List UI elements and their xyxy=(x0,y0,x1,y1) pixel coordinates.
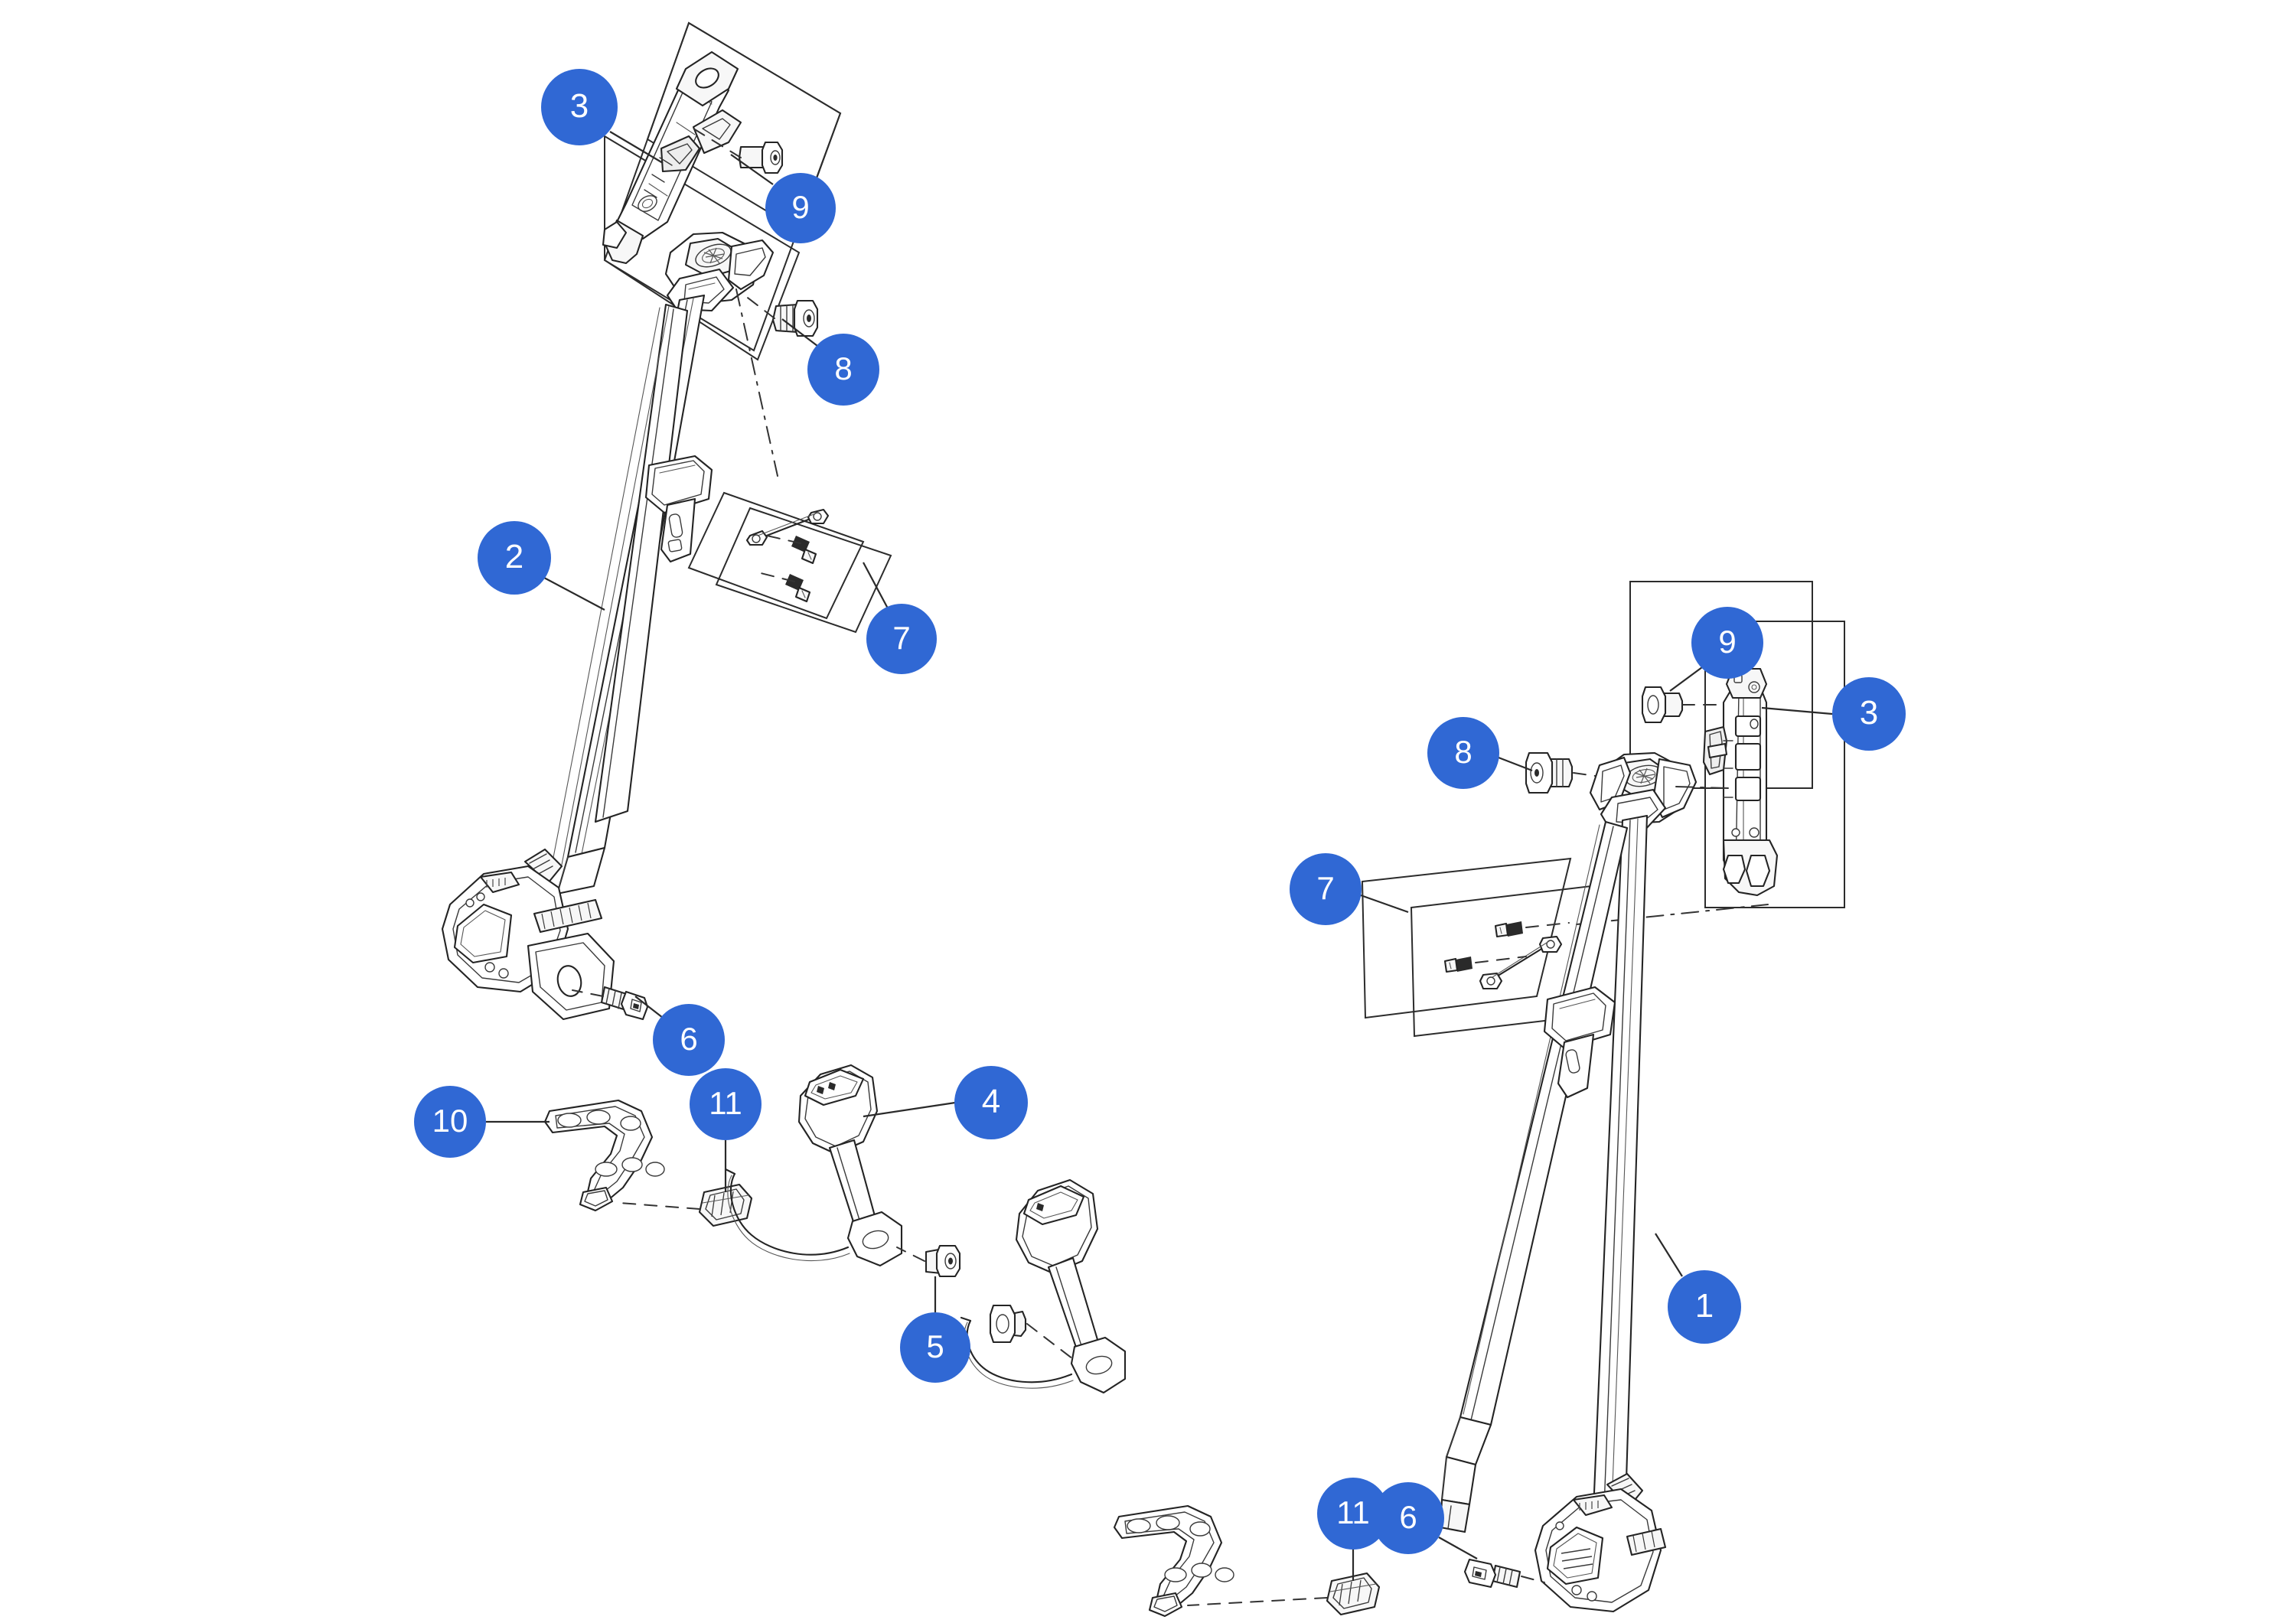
callout-marker-6[interactable]: 6 xyxy=(653,1004,725,1076)
left-buckle-bolt-b xyxy=(989,1304,1074,1360)
callout-marker-2[interactable]: 2 xyxy=(478,521,551,595)
right-adjuster-stop-pin xyxy=(1641,686,1726,724)
left-retractor-assembly xyxy=(441,848,615,1021)
callout-marker-8[interactable]: 8 xyxy=(807,334,879,406)
right-floor-anchor-bracket xyxy=(1113,1504,1234,1618)
callout-number: 2 xyxy=(504,538,524,575)
callout-marker-9[interactable]: 9 xyxy=(765,173,836,243)
left-floor-anchor-bracket xyxy=(543,1099,665,1212)
callout-number: 11 xyxy=(709,1085,742,1121)
callout-marker-3[interactable]: 3 xyxy=(1832,677,1906,751)
right-fastener-kit-panel xyxy=(1361,857,1606,1038)
left-seat-belt-buckle-lower xyxy=(960,1178,1127,1394)
callout-number: 9 xyxy=(791,189,810,225)
right-adjuster-rod xyxy=(1479,935,1563,990)
left-fastener-kit-panel xyxy=(687,491,892,634)
callout-marker-4[interactable]: 4 xyxy=(954,1066,1028,1139)
callout-number: 9 xyxy=(1718,624,1737,660)
left-buckle-bolt-a xyxy=(896,1244,961,1278)
callout-number: 8 xyxy=(1454,734,1473,770)
right-shoulder-anchor-housing xyxy=(1589,751,1698,833)
callout-number: 8 xyxy=(834,350,853,386)
right-seat-belt-webbing xyxy=(1439,814,1649,1533)
callout-marker-7[interactable]: 7 xyxy=(866,604,937,674)
callout-number: 10 xyxy=(432,1103,468,1139)
callout-number: 1 xyxy=(1694,1287,1714,1325)
callout-number: 6 xyxy=(1399,1499,1417,1535)
callout-number: 3 xyxy=(569,87,589,125)
callout-marker-10[interactable]: 10 xyxy=(414,1086,486,1158)
right-retractor-bolt xyxy=(1463,1558,1545,1589)
callout-marker-9[interactable]: 9 xyxy=(1691,607,1763,679)
left-adjuster-screw-a xyxy=(766,535,817,565)
callout-marker-5[interactable]: 5 xyxy=(900,1312,970,1383)
right-adjuster-screw-b xyxy=(1494,921,1570,938)
callout-number: 7 xyxy=(892,620,911,656)
left-shoulder-anchor-housing xyxy=(664,231,775,312)
left-adjuster-screw-b xyxy=(757,572,811,603)
callout-number: 5 xyxy=(926,1328,944,1364)
callout-marker-8[interactable]: 8 xyxy=(1427,717,1499,789)
callout-number: 4 xyxy=(981,1083,1001,1120)
left-seat-belt-buckle-upper xyxy=(724,1064,903,1267)
callout-marker-1[interactable]: 1 xyxy=(1668,1270,1741,1344)
callout-number: 7 xyxy=(1316,870,1335,906)
right-hand-assembly xyxy=(1113,581,1845,1618)
callout-number: 3 xyxy=(1859,694,1879,732)
right-retractor-assembly xyxy=(1534,1472,1667,1613)
right-belt-tongue-plate xyxy=(1543,986,1616,1099)
callout-marker-6[interactable]: 6 xyxy=(1372,1482,1444,1554)
callout-marker-7[interactable]: 7 xyxy=(1290,853,1362,925)
left-wiring-harness-clip xyxy=(619,1183,753,1227)
left-belt-tongue-plate xyxy=(644,455,713,563)
right-wiring-harness-clip xyxy=(1187,1572,1381,1616)
right-adjuster-screw-a xyxy=(1443,956,1527,973)
right-height-adjuster-rail xyxy=(1702,667,1779,897)
right-adjuster-rail-panel xyxy=(1629,581,1845,908)
callout-number: 11 xyxy=(1336,1494,1370,1530)
callout-number: 6 xyxy=(680,1021,698,1057)
callout-marker-11[interactable]: 11 xyxy=(690,1068,762,1140)
left-seat-belt-webbing xyxy=(550,294,706,895)
callout-marker-3[interactable]: 3 xyxy=(541,69,618,145)
left-adjuster-rod xyxy=(745,508,830,546)
